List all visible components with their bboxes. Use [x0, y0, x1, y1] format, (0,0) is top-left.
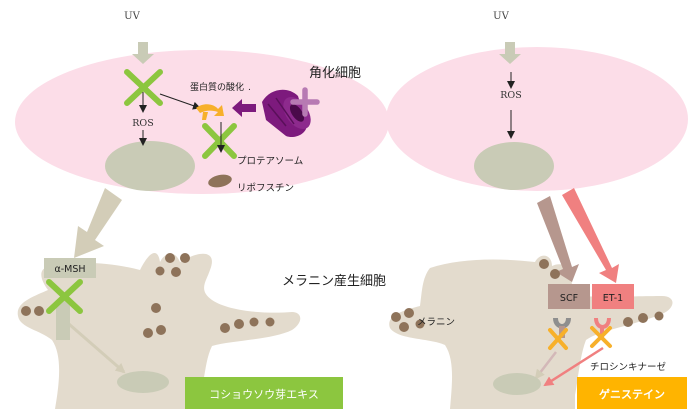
et1-label: ET-1: [603, 293, 623, 304]
uv-label-left: UV: [124, 11, 140, 22]
cress-extract-label: コショウソウ芽エキス: [209, 387, 319, 401]
arrow-to-oxidation: [159, 93, 201, 110]
et1-signal-arrow: [543, 346, 604, 387]
cress-extract-badge: [185, 377, 343, 409]
proteasome-to-protein-arrow: [232, 99, 256, 117]
protein-oxidation-dot: .: [248, 83, 251, 93]
keratinocyte-right: [386, 47, 688, 191]
protein-oxidation-label: 蛋白質の酸化: [190, 81, 244, 93]
lipofuscin-icon: [208, 174, 232, 188]
msh-to-nucleus-line: [61, 316, 126, 374]
melanocyte-right: [389, 255, 673, 409]
scf-box: [548, 284, 590, 309]
et1-box: [592, 284, 634, 309]
nucleus-left: [105, 141, 195, 191]
msh-receptor-block: [56, 300, 70, 340]
msh-label: α-MSH: [54, 264, 85, 275]
activate-plus-icon: [290, 87, 320, 117]
ros-label-right: ROS: [500, 90, 521, 101]
genistein-label: ゲニステイン: [599, 387, 665, 401]
inhibit-x-et1-receptor: [590, 326, 612, 348]
inhibit-x-scf-receptor: [548, 328, 568, 350]
inhibit-x-uv-left: [124, 69, 163, 106]
inhibit-x-proteasome: [202, 123, 237, 159]
tyrosine-kinase-label: チロシンキナーゼ: [590, 361, 667, 373]
msh-transfer-arrow: [74, 188, 122, 258]
et1-arrow: [562, 188, 619, 283]
melanocyte-nucleus-right: [493, 373, 541, 395]
scf-label: SCF: [560, 293, 578, 304]
scf-signal-arrow: [534, 351, 557, 380]
ros-label-left: ROS: [132, 118, 153, 129]
keratinocyte-label: 角化細胞: [309, 66, 361, 81]
melanin-dots-right: [391, 259, 664, 332]
proteasome-label: プロテアソーム: [237, 156, 303, 167]
genistein-badge: [577, 377, 687, 409]
uv-arrow-left: [132, 42, 154, 64]
uv-arrow-right: [499, 42, 521, 64]
melanocyte-nucleus-left: [117, 371, 169, 393]
msh-box: [44, 258, 96, 278]
melanocyte-label: メラニン産生細胞: [282, 273, 386, 289]
lipofuscin-label: リポフスチン: [237, 183, 294, 194]
uv-label-right: UV: [493, 11, 509, 22]
nucleus-right: [474, 142, 554, 190]
oxidized-protein-icon: [196, 104, 224, 120]
melanin-label: メラニン: [417, 317, 455, 328]
inhibit-x-msh: [46, 279, 83, 314]
scf-arrow: [537, 196, 579, 282]
melanin-dots-left: [21, 253, 275, 338]
